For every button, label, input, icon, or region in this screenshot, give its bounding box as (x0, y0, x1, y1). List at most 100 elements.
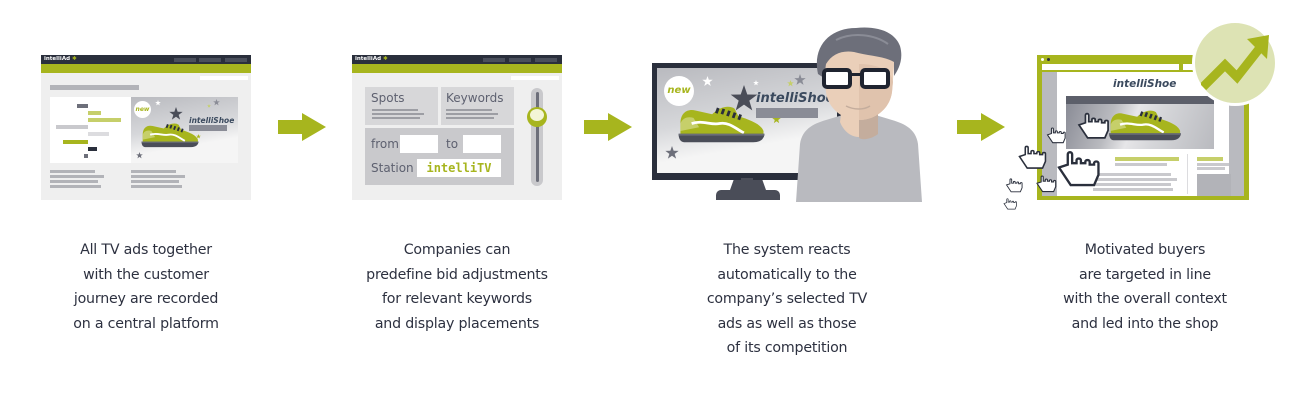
flow-arrow-1 (278, 113, 326, 141)
caption-line: of its competition (726, 340, 848, 356)
chart-bar (88, 111, 101, 115)
step1-caption: All TV ads together with the customer jo… (16, 238, 276, 336)
star-icon (787, 80, 794, 87)
caption-line: on a central platform (73, 315, 219, 332)
chart-bar (77, 104, 88, 108)
chart-bar (84, 154, 88, 158)
ad-brand: intelliShoe (756, 91, 835, 106)
new-badge: new (664, 76, 694, 106)
bid-slider[interactable] (531, 88, 543, 186)
chart-bar (88, 147, 97, 151)
caption-line: company’s selected TV (706, 291, 868, 307)
spots-label: Spots (371, 91, 405, 105)
address-bar (1042, 64, 1179, 70)
caption-line: Motivated buyers (1084, 242, 1206, 258)
keywords-card[interactable]: Keywords (441, 87, 514, 125)
shoe-icon (1106, 106, 1184, 144)
step3-tv-illustration: new intelliShoe (652, 63, 842, 181)
caption-line: are targeted in line (1079, 266, 1211, 283)
caption-line: journey are recorded (73, 291, 219, 307)
to-input[interactable] (463, 135, 501, 153)
growth-badge (1192, 20, 1278, 106)
caption-line: predefine bid adjustments (366, 266, 548, 283)
app-logo: intelliAd ✱ (44, 56, 77, 62)
caption-line: automatically to the (717, 266, 857, 283)
app-menubar (41, 64, 251, 80)
ad-tagline-placeholder (189, 125, 227, 131)
from-input[interactable] (400, 135, 438, 153)
caption-line: and display placements (374, 315, 540, 332)
step2-bid-settings-illustration: intelliAd ✱ Spots Keywords from to Stati… (352, 55, 562, 200)
shoe-icon (674, 103, 769, 145)
search-box (511, 76, 559, 80)
new-badge: new (134, 101, 151, 118)
viewer-person-icon (796, 27, 922, 202)
caption-line: All TV ads together (80, 242, 212, 258)
app-menubar (352, 64, 562, 80)
hand-cursor-icon (1005, 178, 1023, 193)
star-icon (753, 80, 759, 86)
trend-up-icon (1201, 35, 1269, 91)
app-logo: intelliAd ✱ (355, 56, 388, 62)
star-icon (207, 104, 211, 108)
ad-tagline-placeholder (756, 108, 818, 118)
window-dot (1041, 58, 1044, 61)
caption-line: Companies can (403, 242, 511, 258)
to-label: to (446, 137, 459, 151)
star-icon (169, 107, 183, 121)
flow-arrow-3 (957, 113, 1005, 141)
station-label: Station (371, 161, 414, 175)
window-dot (1047, 58, 1050, 61)
caption-line: with the customer (83, 266, 209, 283)
hand-cursor-icon (1076, 112, 1110, 140)
nav-tab (174, 58, 196, 62)
star-icon (702, 76, 713, 87)
from-label: from (371, 137, 399, 151)
keywords-label: Keywords (446, 91, 504, 105)
shoe-icon (139, 121, 201, 149)
caption-line: for relevant keywords (382, 291, 532, 307)
nav-tab (483, 58, 505, 62)
station-input[interactable]: intelliTV (417, 159, 501, 177)
bar-chart-card (50, 97, 134, 163)
slider-track (535, 92, 539, 182)
caption-line: ads as well as those (717, 315, 857, 332)
app-topbar: intelliAd ✱ (352, 55, 562, 64)
caption-line: with the overall context (1063, 291, 1227, 307)
step1-dashboard-illustration: intelliAd ✱ new intelliShoe (41, 55, 251, 200)
chart-bar (63, 140, 88, 144)
star-icon (155, 100, 161, 106)
step4-caption: Motivated buyers are targeted in line wi… (1015, 238, 1275, 336)
hand-cursor-icon (1055, 150, 1101, 188)
shop-brand: intelliShoe (1113, 78, 1177, 90)
title-placeholder (50, 85, 139, 90)
nav-tab (509, 58, 531, 62)
step2-caption: Companies can predefine bid adjustments … (327, 238, 587, 336)
caption-line: The system reacts (723, 242, 851, 258)
hand-cursor-icon (1046, 127, 1066, 144)
tv-ad-card: new intelliShoe (131, 97, 238, 163)
chart-bar (56, 125, 88, 129)
star-icon (665, 146, 679, 160)
chart-bar (88, 132, 109, 136)
spots-card[interactable]: Spots (365, 87, 438, 125)
slider-thumb[interactable] (527, 107, 547, 127)
flow-arrow-2 (584, 113, 632, 141)
hero-header-bar (1066, 96, 1214, 104)
ad-brand: intelliShoe (189, 116, 235, 125)
nav-tab (199, 58, 221, 62)
schedule-card: from to Station intelliTV (365, 128, 514, 185)
app-topbar: intelliAd ✱ (41, 55, 251, 64)
search-box (200, 76, 248, 80)
hand-cursor-icon (1017, 145, 1047, 170)
chart-bar (88, 118, 121, 122)
hand-cursor-icon (1003, 198, 1017, 210)
star-icon (213, 99, 220, 106)
sidebar-image-placeholder (1197, 174, 1231, 196)
nav-tab (535, 58, 557, 62)
nav-tab (225, 58, 247, 62)
tv-stand (716, 180, 780, 200)
step3-caption: The system reacts automatically to the c… (657, 238, 917, 361)
hand-cursor-icon (1035, 175, 1057, 193)
star-icon (136, 152, 143, 159)
